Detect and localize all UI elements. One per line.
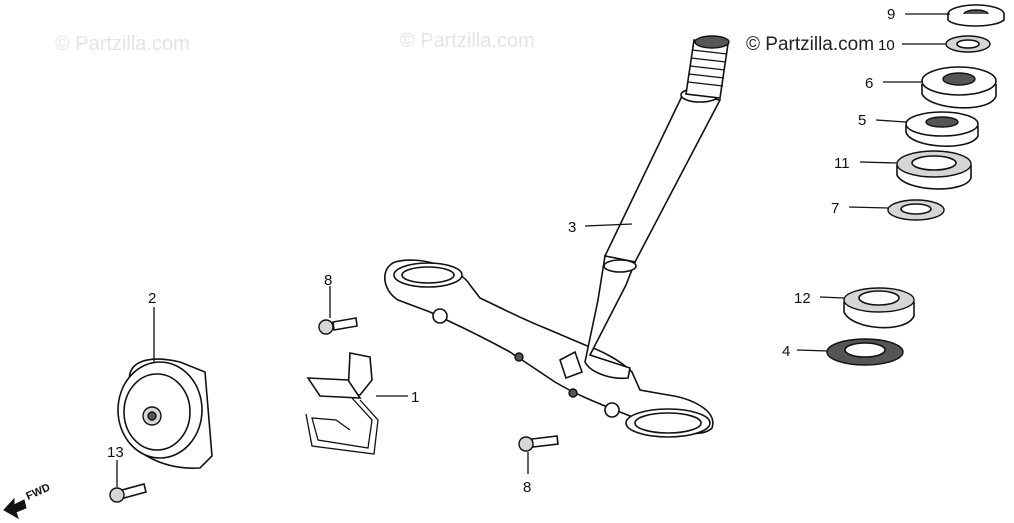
callout-9[interactable]: 9 bbox=[887, 6, 895, 23]
watermark-faint-center: © Partzilla.com bbox=[400, 30, 535, 52]
callout-6[interactable]: 6 bbox=[865, 75, 873, 92]
horn-bracket-part bbox=[305, 352, 379, 455]
bolt-part-8-upper bbox=[318, 317, 358, 335]
callout-7[interactable]: 7 bbox=[831, 200, 839, 217]
forward-direction-arrow: FWD bbox=[3, 482, 52, 520]
bearing-race-part-5 bbox=[905, 111, 979, 147]
fwd-label: FWD bbox=[24, 482, 52, 503]
callout-8-upper[interactable]: 8 bbox=[324, 272, 332, 289]
callout-12[interactable]: 12 bbox=[794, 290, 811, 307]
callout-2[interactable]: 2 bbox=[148, 290, 156, 307]
leader-lines bbox=[116, 13, 950, 487]
bolt-part-13 bbox=[109, 483, 147, 503]
adjusting-nut-part-6 bbox=[921, 66, 997, 109]
lock-washer-part-10 bbox=[945, 35, 991, 53]
callout-10[interactable]: 10 bbox=[878, 37, 895, 54]
horn-part bbox=[117, 358, 213, 469]
callout-3[interactable]: 3 bbox=[568, 219, 576, 236]
callout-11[interactable]: 11 bbox=[834, 155, 850, 172]
watermark-main: © Partzilla.com bbox=[746, 34, 874, 55]
callout-1[interactable]: 1 bbox=[411, 389, 419, 406]
callout-4[interactable]: 4 bbox=[782, 343, 790, 360]
lower-bearing-part-12 bbox=[843, 287, 915, 329]
dust-seal-part-7 bbox=[887, 199, 945, 221]
locknut-part-9 bbox=[947, 4, 1005, 27]
bolt-part-8-lower bbox=[518, 435, 559, 452]
callout-5[interactable]: 5 bbox=[858, 112, 866, 129]
steering-stem-part bbox=[384, 35, 730, 438]
lower-dust-seal-part-4 bbox=[826, 338, 904, 366]
watermark-faint-left: © Partzilla.com bbox=[55, 33, 190, 55]
bearing-part-11 bbox=[896, 150, 972, 190]
callout-8-lower[interactable]: 8 bbox=[523, 479, 531, 496]
callout-13[interactable]: 13 bbox=[107, 444, 124, 461]
